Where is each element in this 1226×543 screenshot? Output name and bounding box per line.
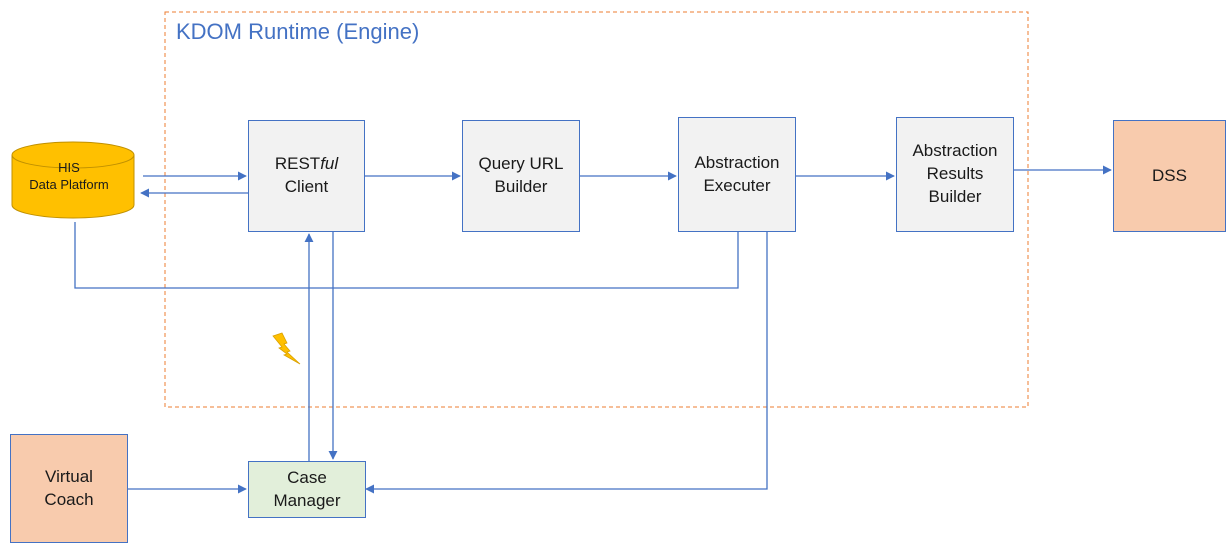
edge-his-executer-link [74,222,739,289]
database-icon [11,141,135,219]
query-line2: Builder [494,177,548,196]
abstraction-executer-box: Abstraction Executer [678,117,796,232]
dss-box: DSS [1113,120,1226,232]
coach-line2: Coach [44,489,94,509]
edge-executer-to-case [365,232,768,494]
virtual-coach-box: Virtual Coach [10,434,128,543]
engine-boundary [164,11,1029,408]
his-line2: Data Platform [29,176,109,192]
executer-line1: Abstraction [694,152,780,172]
lightning-icon [272,332,301,365]
restful-italic: ful [320,154,339,174]
restful-line2: Client [284,177,329,196]
abstraction-results-builder-box: Abstraction Results Builder [896,117,1014,232]
his-data-platform-label: HIS Data Platform [10,160,128,194]
engine-title: KDOM Runtime (Engine) [176,19,420,44]
coach-line1: Virtual [45,466,93,486]
dss-label: DSS [1152,165,1187,185]
query-line1: Query URL [478,154,564,174]
restful-prefix: REST [274,154,321,174]
query-url-builder-box: Query URL Builder [462,120,580,232]
results-line2: Results [926,164,984,184]
case-manager-box: Case Manager [248,461,366,518]
executer-line2: Executer [703,175,771,195]
results-line1: Abstraction [912,141,998,161]
connectors [74,165,1112,494]
case-line1: Case [287,467,327,487]
case-line2: Manager [273,490,341,510]
results-line3: Builder [928,186,982,206]
his-line1: HIS [58,160,80,175]
restful-client-box: RESTful Client [248,120,365,232]
